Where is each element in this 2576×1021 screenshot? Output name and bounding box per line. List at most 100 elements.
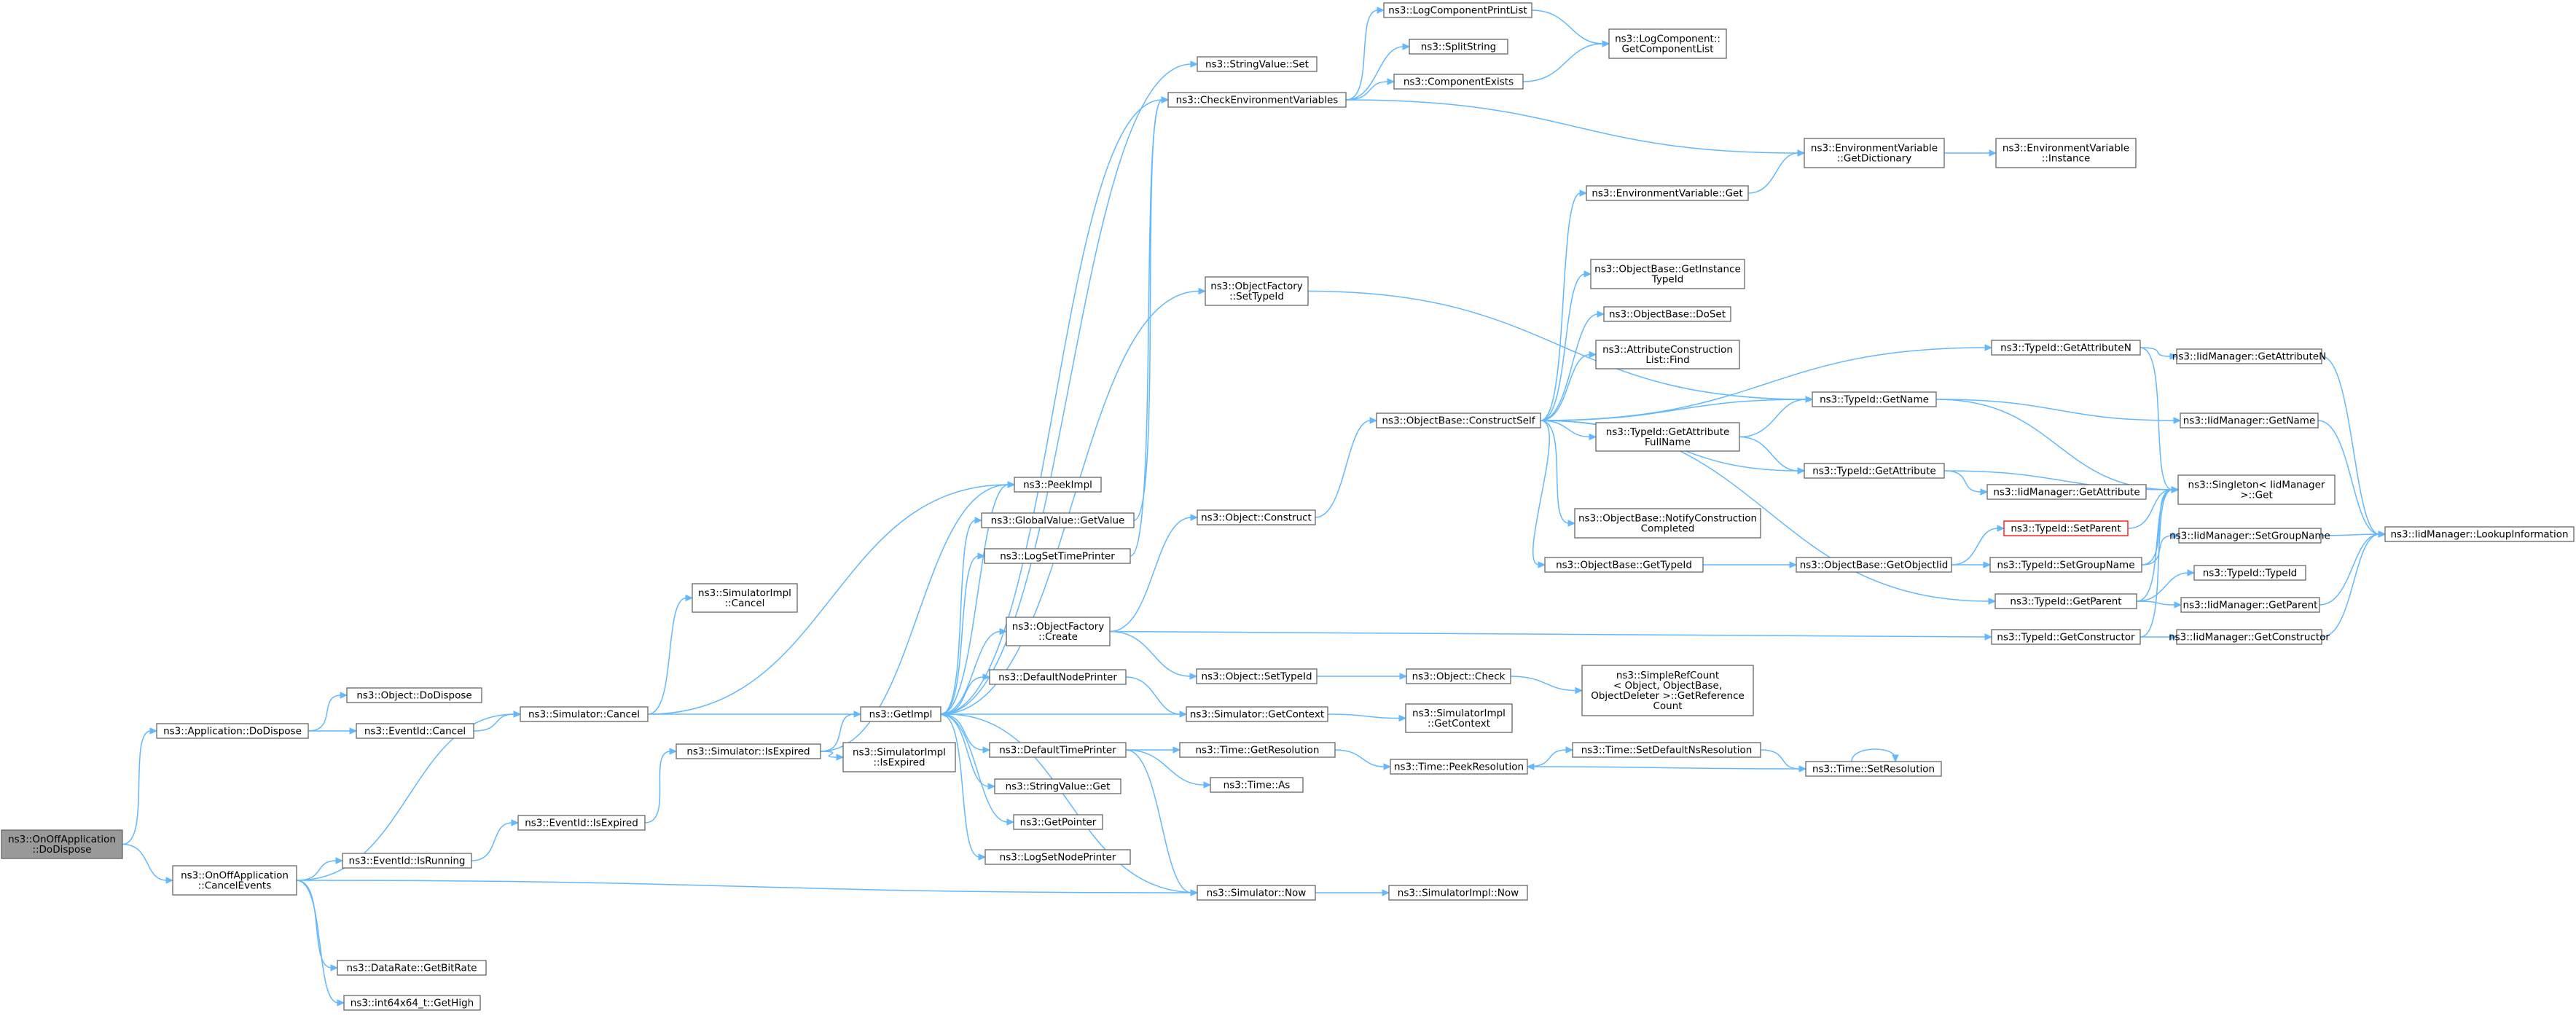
node-box: [1376, 412, 1541, 429]
node-ns3-stringvalue-set[interactable]: ns3::StringValue::Set: [1197, 56, 1318, 72]
node-ns3-simulator-cancel[interactable]: ns3::Simulator::Cancel: [520, 706, 649, 722]
edge-n53-to-n59: [1951, 561, 1992, 568]
node-box: [1393, 74, 1524, 90]
node-label: ns3::StringValue::Set: [1205, 59, 1309, 71]
node-ns3-defaulttimeprinter[interactable]: ns3::DefaultTimePrinter: [989, 742, 1127, 758]
edge-n35-to-n42: [1540, 270, 1592, 421]
node-ns3-typeid-getattribute[interactable]: ns3::TypeId::GetAttribute: [1804, 463, 1945, 479]
node-ns3-iidmanager-lookupinformation[interactable]: ns3::IidManager::LookupInformation: [2384, 526, 2575, 542]
node-ns3-simulatorimpl-now[interactable]: ns3::SimulatorImpl::Now: [1388, 885, 1528, 901]
node-ns3-logsettimeprinter[interactable]: ns3::LogSetTimePrinter: [984, 548, 1131, 564]
node-ns3-simulator-isexpired[interactable]: ns3::Simulator::IsExpired: [676, 743, 821, 759]
node-ns3-iidmanager-getattribute[interactable]: ns3::IidManager::GetAttribute: [1986, 484, 2147, 500]
node-ns3-checkenvironmentvariables[interactable]: ns3::CheckEnvironmentVariables: [1167, 92, 1347, 108]
edge-n32-to-n40: [1531, 9, 1610, 47]
node-ns3-defaultnodeprinter[interactable]: ns3::DefaultNodePrinter: [989, 669, 1127, 685]
node-box: [346, 687, 482, 703]
node-box: [2176, 629, 2322, 645]
node-ns3-iidmanager-getattributen[interactable]: ns3::IidManager::GetAttributeN: [2172, 348, 2326, 364]
node-ns3-time-setresolution[interactable]: ns3::Time::SetResolution: [1805, 761, 1942, 777]
node-ns3-int64x64-t-gethigh[interactable]: ns3::int64x64_t::GetHigh: [343, 995, 481, 1011]
node-ns3-objectbase-notifyconstruction-completed[interactable]: ns3::ObjectBase::NotifyConstructionCompl…: [1574, 508, 1761, 539]
node-ns3-object-settypeid[interactable]: ns3::Object::SetTypeId: [1196, 668, 1318, 684]
node-ns3-logcomponent-getcomponentlist[interactable]: ns3::LogComponent::GetComponentList: [1608, 28, 1727, 59]
node-ns3-iidmanager-getname[interactable]: ns3::IidManager::GetName: [2180, 412, 2319, 429]
edge-n51-to-n64: [1935, 399, 2180, 493]
node-ns3-simulator-getcontext[interactable]: ns3::Simulator::GetContext: [1186, 706, 1328, 722]
node-ns3-typeid-setparent[interactable]: ns3::TypeId::SetParent: [2003, 520, 2129, 536]
node-ns3-typeid-getparent[interactable]: ns3::TypeId::GetParent: [1994, 593, 2137, 609]
node-ns3-iidmanager-setgroupname[interactable]: ns3::IidManager::SetGroupName: [2169, 528, 2330, 544]
node-box: [1409, 39, 1508, 55]
node-ns3-object-check[interactable]: ns3::Object::Check: [1406, 668, 1511, 684]
node-ns3-onoffapplication-dodispose[interactable]: ns3::OnOffApplication::DoDispose: [1, 829, 123, 859]
node-label: ns3::Application::DoDispose: [163, 726, 302, 738]
edge-n45-to-n52: [1739, 436, 1806, 474]
node-box: [2177, 474, 2336, 505]
node-ns3-singleton-iidmanager-get[interactable]: ns3::Singleton< IidManager >::Get: [2177, 474, 2336, 505]
node-ns3-objectbase-gettypeid[interactable]: ns3::ObjectBase::GetTypeId: [1544, 557, 1704, 573]
edge-n19-to-n31: [1125, 749, 1199, 896]
node-ns3-logcomponentprintlist[interactable]: ns3::LogComponentPrintList: [1383, 2, 1532, 18]
node-ns3-objectbase-doset[interactable]: ns3::ObjectBase::DoSet: [1603, 306, 1731, 322]
edge-n2-to-n7: [296, 857, 344, 881]
node-box: [1796, 557, 1952, 573]
node-ns3-simulator-now[interactable]: ns3::Simulator::Now: [1197, 885, 1316, 901]
edge-n24-to-n33: [1345, 43, 1411, 101]
node-ns3-object-dodispose[interactable]: ns3::Object::DoDispose: [346, 687, 482, 703]
node-ns3-objectbase-constructself[interactable]: ns3::ObjectBase::ConstructSelf: [1376, 412, 1541, 429]
node-label: ns3::StringValue::Get: [1006, 781, 1111, 793]
node-ns3-environmentvariable-instance[interactable]: ns3::EnvironmentVariable::Instance: [1995, 138, 2137, 168]
node-ns3-typeid-getattributen[interactable]: ns3::TypeId::GetAttributeN: [1991, 340, 2141, 356]
node-label: ::SetTypeId: [1229, 291, 1284, 302]
node-ns3-objectbase-getobjectiid[interactable]: ns3::ObjectBase::GetObjectIid: [1796, 557, 1952, 573]
node-box: [1994, 593, 2137, 609]
node-ns3-simulatorimpl-getcontext[interactable]: ns3::SimulatorImpl::GetContext: [1405, 703, 1513, 733]
node-ns3-globalvalue-getvalue[interactable]: ns3::GlobalValue::GetValue: [981, 512, 1135, 528]
node-ns3-time-getresolution[interactable]: ns3::Time::GetResolution: [1179, 742, 1336, 758]
node-ns3-typeid-setgroupname[interactable]: ns3::TypeId::SetGroupName: [1989, 557, 2142, 573]
node-ns3-peekimpl[interactable]: ns3::PeekImpl: [1014, 477, 1102, 493]
node-ns3-datarate-getbitrate[interactable]: ns3::DataRate::GetBitRate: [337, 960, 487, 976]
node-ns3-iidmanager-getconstructor[interactable]: ns3::IidManager::GetConstructor: [2169, 629, 2330, 645]
node-ns3-simulatorimpl-isexpired[interactable]: ns3::SimulatorImpl::IsExpired: [842, 742, 956, 772]
node-label: ns3::CheckEnvironmentVariables: [1176, 95, 1339, 106]
node-ns3-onoffapplication-cancelevents[interactable]: ns3::OnOffApplication::CancelEvents: [172, 865, 297, 896]
node-box: [1388, 885, 1528, 901]
node-ns3-componentexists[interactable]: ns3::ComponentExists: [1393, 74, 1524, 90]
node-ns3-eventid-isexpired[interactable]: ns3::EventId::IsExpired: [517, 815, 646, 831]
node-ns3-iidmanager-getparent[interactable]: ns3::IidManager::GetParent: [2180, 597, 2320, 613]
node-ns3-time-peekresolution[interactable]: ns3::Time::PeekResolution: [1390, 759, 1528, 775]
node-ns3-stringvalue-get[interactable]: ns3::StringValue::Get: [994, 778, 1121, 794]
node-ns3-getpointer[interactable]: ns3::GetPointer: [1013, 814, 1103, 830]
node-label: ns3::ObjectBase::GetInstance: [1594, 264, 1741, 275]
node-ns3-object-construct[interactable]: ns3::Object::Construct: [1197, 509, 1316, 525]
node-ns3-splitstring[interactable]: ns3::SplitString: [1409, 39, 1508, 55]
node-ns3-environmentvariable-getdictionary[interactable]: ns3::EnvironmentVariable::GetDictionary: [1804, 138, 1945, 168]
node-ns3-eventid-isrunning[interactable]: ns3::EventId::IsRunning: [342, 853, 472, 869]
node-box: [1805, 761, 1942, 777]
node-box: [1014, 477, 1102, 493]
node-ns3-typeid-typeid[interactable]: ns3::TypeId::TypeId: [2193, 565, 2306, 581]
node-box: [1595, 340, 1740, 369]
node-ns3-objectfactory-create[interactable]: ns3::ObjectFactory::Create: [1006, 617, 1111, 646]
node-ns3-time-as[interactable]: ns3::Time::As: [1210, 777, 1304, 793]
node-ns3-logsetnodeprinter[interactable]: ns3::LogSetNodePrinter: [984, 849, 1131, 865]
node-ns3-environmentvariable-get[interactable]: ns3::EnvironmentVariable::Get: [1586, 185, 1749, 201]
node-label: ns3::IidManager::GetConstructor: [2169, 632, 2330, 643]
node-ns3-eventid-cancel[interactable]: ns3::EventId::Cancel: [356, 723, 474, 739]
node-ns3-objectfactory-settypeid[interactable]: ns3::ObjectFactory::SetTypeId: [1205, 276, 1309, 306]
edge-n28-to-n12: [939, 711, 1186, 718]
edge-n1-to-n3: [308, 692, 348, 732]
node-ns3-simulatorimpl-cancel[interactable]: ns3::SimulatorImpl::Cancel: [692, 583, 798, 613]
node-ns3-time-setdefaultnsresolution[interactable]: ns3::Time::SetDefaultNsResolution: [1572, 742, 1761, 758]
node-ns3-application-dodispose[interactable]: ns3::Application::DoDispose: [156, 723, 309, 739]
node-ns3-typeid-getname[interactable]: ns3::TypeId::GetName: [1812, 391, 1937, 407]
node-ns3-typeid-getconstructor[interactable]: ns3::TypeId::GetConstructor: [1991, 629, 2141, 645]
node-ns3-simplerefcount-object-objectbase-objectdeleter-getreference-count[interactable]: ns3::SimpleRefCount< Object, ObjectBase,…: [1581, 665, 1754, 716]
node-ns3-getimpl[interactable]: ns3::GetImpl: [860, 706, 941, 722]
